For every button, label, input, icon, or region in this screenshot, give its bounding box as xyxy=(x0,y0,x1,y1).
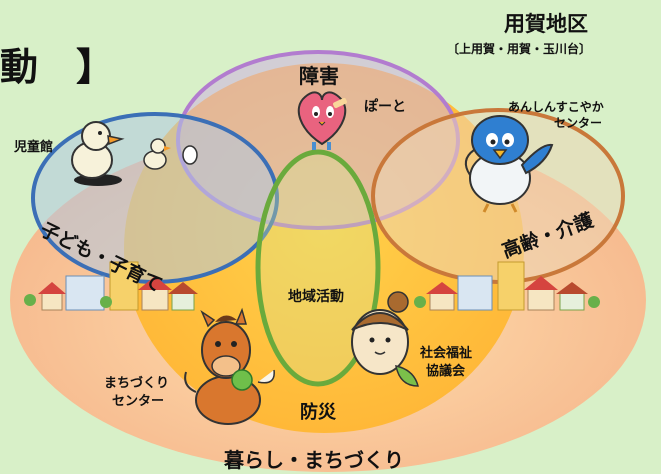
shakyo-label-line1: 社会福祉 xyxy=(420,346,473,361)
disability-label: 障害 xyxy=(299,64,339,88)
district-subtitle: 〔上用賀・用賀・玉川台〕 xyxy=(447,42,592,56)
horse-mascot-icon xyxy=(184,307,275,425)
acorn-mascot-icon xyxy=(351,291,419,387)
poto-label: ぽーと xyxy=(364,99,406,115)
community-label: 地域活動 xyxy=(288,289,344,305)
houses-right-icon xyxy=(414,261,600,311)
machi-label-line2: センター xyxy=(112,394,165,409)
bird-mascot-icon xyxy=(464,115,554,213)
anshin-label-line1: あんしんすこやか xyxy=(508,100,604,114)
district-title: 用賀地区 xyxy=(504,12,588,36)
duck-mascot-icon xyxy=(71,121,125,186)
disaster-label: 防災 xyxy=(300,402,336,423)
chick-icons xyxy=(143,138,198,170)
title-fragment: 動 】 xyxy=(0,45,115,89)
heart-mascot-icon xyxy=(297,91,347,150)
jidokan-label: 児童館 xyxy=(14,140,54,155)
anshin-label-line2: センター xyxy=(554,116,603,130)
houses-left-icon xyxy=(24,261,198,311)
machi-label-line1: まちづくり xyxy=(104,376,170,391)
community-ring xyxy=(255,149,381,387)
living-label: 暮らし・まちづくり xyxy=(224,448,404,472)
shakyo-label-line2: 協議会 xyxy=(426,364,466,379)
